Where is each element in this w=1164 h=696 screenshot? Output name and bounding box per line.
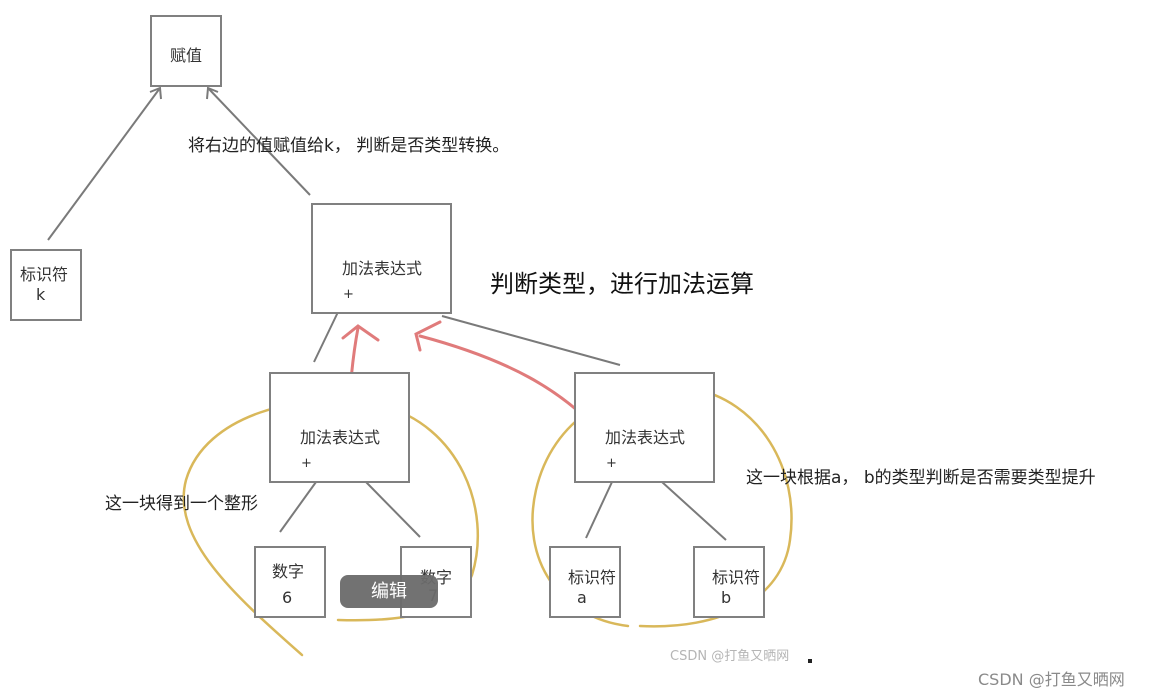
identifier-a-value: a: [577, 588, 587, 607]
identifier-b-value: b: [721, 588, 732, 607]
identifier-k-value: k: [36, 285, 46, 304]
left-subtree-annotation: 这一块得到一个整形: [105, 494, 258, 514]
assign-annotation: 将右边的值赋值给k， 判断是否类型转换。: [188, 136, 510, 156]
root-annotation: 判断类型，进行加法运算: [490, 270, 754, 298]
identifier-a-node: 标识符 a: [549, 546, 621, 618]
edge-num6-to-add-left: [279, 481, 317, 533]
edge-num7-to-add-left: [365, 481, 421, 538]
number-6-node: 数字 6: [254, 546, 326, 618]
arrowhead-right: [206, 86, 219, 100]
edge-add-right-to-root: [441, 315, 621, 366]
red-arrow-right: [418, 334, 600, 432]
assign-node-label: 赋值: [170, 46, 203, 65]
number-6-label: 数字: [272, 562, 305, 581]
tree-edges: [47, 87, 727, 541]
add-left-label: 加法表达式: [300, 428, 381, 447]
add-root-label: 加法表达式: [342, 259, 423, 278]
identifier-b-node: 标识符 b: [693, 546, 765, 618]
red-arrow-left-head: [341, 324, 380, 342]
add-expression-right-node: 加法表达式 +: [574, 372, 715, 483]
number-6-value: 6: [282, 588, 293, 607]
add-root-op: +: [343, 287, 354, 302]
edge-ident-k-to-assign: [47, 87, 161, 241]
edit-button[interactable]: 编辑: [340, 575, 438, 608]
add-right-label: 加法表达式: [605, 428, 686, 447]
identifier-k-node: 标识符 k: [10, 249, 82, 321]
small-dot-mark: [808, 659, 812, 663]
identifier-k-label: 标识符: [20, 265, 69, 284]
add-expression-root-node: 加法表达式 +: [311, 203, 452, 314]
edge-b-to-add-right: [661, 481, 727, 541]
add-right-op: +: [606, 456, 617, 471]
add-left-op: +: [301, 456, 312, 471]
right-subtree-annotation: 这一块根据a， b的类型判断是否需要类型提升: [746, 468, 1096, 488]
edge-a-to-add-right: [585, 481, 613, 539]
arrowheads: [149, 86, 219, 100]
arrowhead-left: [149, 86, 162, 100]
edge-add-root-to-assign: [207, 87, 311, 196]
identifier-b-label: 标识符: [712, 568, 761, 587]
red-arrow-right-head: [414, 320, 442, 352]
identifier-a-label: 标识符: [568, 568, 617, 587]
edge-add-left-to-root: [313, 311, 339, 363]
watermark-corner: CSDN @打鱼又晒网: [978, 670, 1125, 689]
add-expression-left-node: 加法表达式 +: [269, 372, 410, 483]
watermark-inner: CSDN @打鱼又晒网: [670, 649, 790, 664]
assign-node: 赋值: [150, 15, 222, 87]
